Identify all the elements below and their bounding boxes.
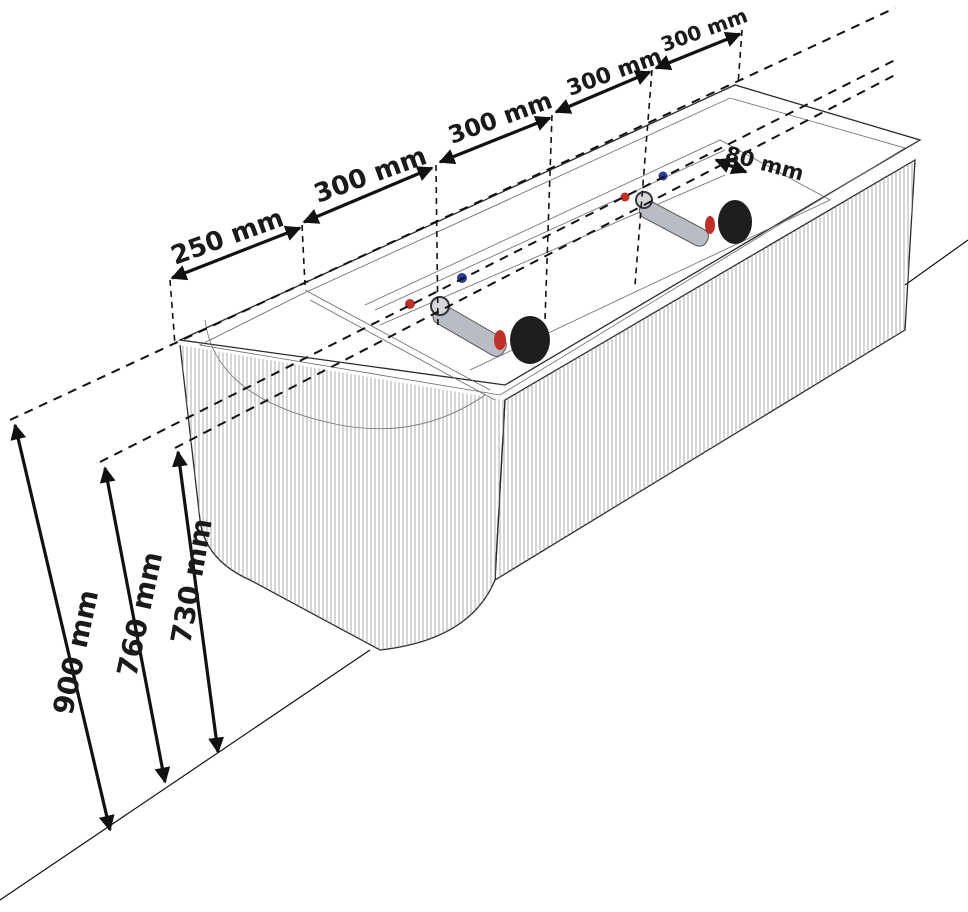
siphon-1-seal — [494, 330, 506, 350]
left-section-divider — [304, 289, 491, 391]
dim-arrow-300-3 — [554, 70, 652, 114]
drain-outlet-2 — [635, 191, 653, 209]
plumbing — [405, 171, 752, 364]
horizontal-dimension-arrows — [170, 31, 748, 281]
dim-label-80: 80 mm — [723, 142, 807, 186]
dim-label-300-2: 300 mm — [444, 86, 556, 149]
dim-arrow-730 — [171, 450, 225, 754]
dim-arrow-760 — [99, 466, 171, 784]
dim-arrow-300-4 — [654, 31, 742, 71]
siphon-2 — [718, 200, 752, 244]
floor-line — [0, 239, 968, 901]
dim-label-760: 760 mm — [111, 549, 170, 680]
vertical-dimension-arrows — [10, 423, 225, 832]
cabinet-body — [177, 84, 922, 651]
left-section-divider-2 — [309, 299, 496, 401]
countertop-outline — [177, 84, 922, 386]
dim-arrow-300-1 — [302, 166, 434, 224]
drain-outlet-1 — [430, 296, 450, 316]
left-basin-curve — [204, 319, 486, 430]
dim-arrow-900 — [10, 423, 115, 832]
dim-label-900: 900 mm — [47, 587, 106, 718]
hot-connector-2 — [620, 192, 630, 202]
dim-label-730: 730 mm — [164, 516, 218, 646]
curved-end-panel — [179, 344, 506, 651]
countertop-inner — [198, 97, 906, 396]
dim-arrow-300-2 — [438, 115, 552, 165]
right-basin-edge — [364, 139, 831, 371]
dim-arrow-250 — [170, 225, 302, 281]
extension-lines — [9, 7, 896, 463]
dim-label-300-1: 300 mm — [310, 141, 431, 209]
dim-label-250: 250 mm — [167, 203, 288, 271]
vertical-dimension-labels: 900 mm 760 mm 730 mm — [47, 516, 219, 718]
dim-arrow-80 — [714, 157, 748, 175]
siphon-1 — [510, 316, 550, 364]
siphon-2-seal — [705, 216, 715, 234]
